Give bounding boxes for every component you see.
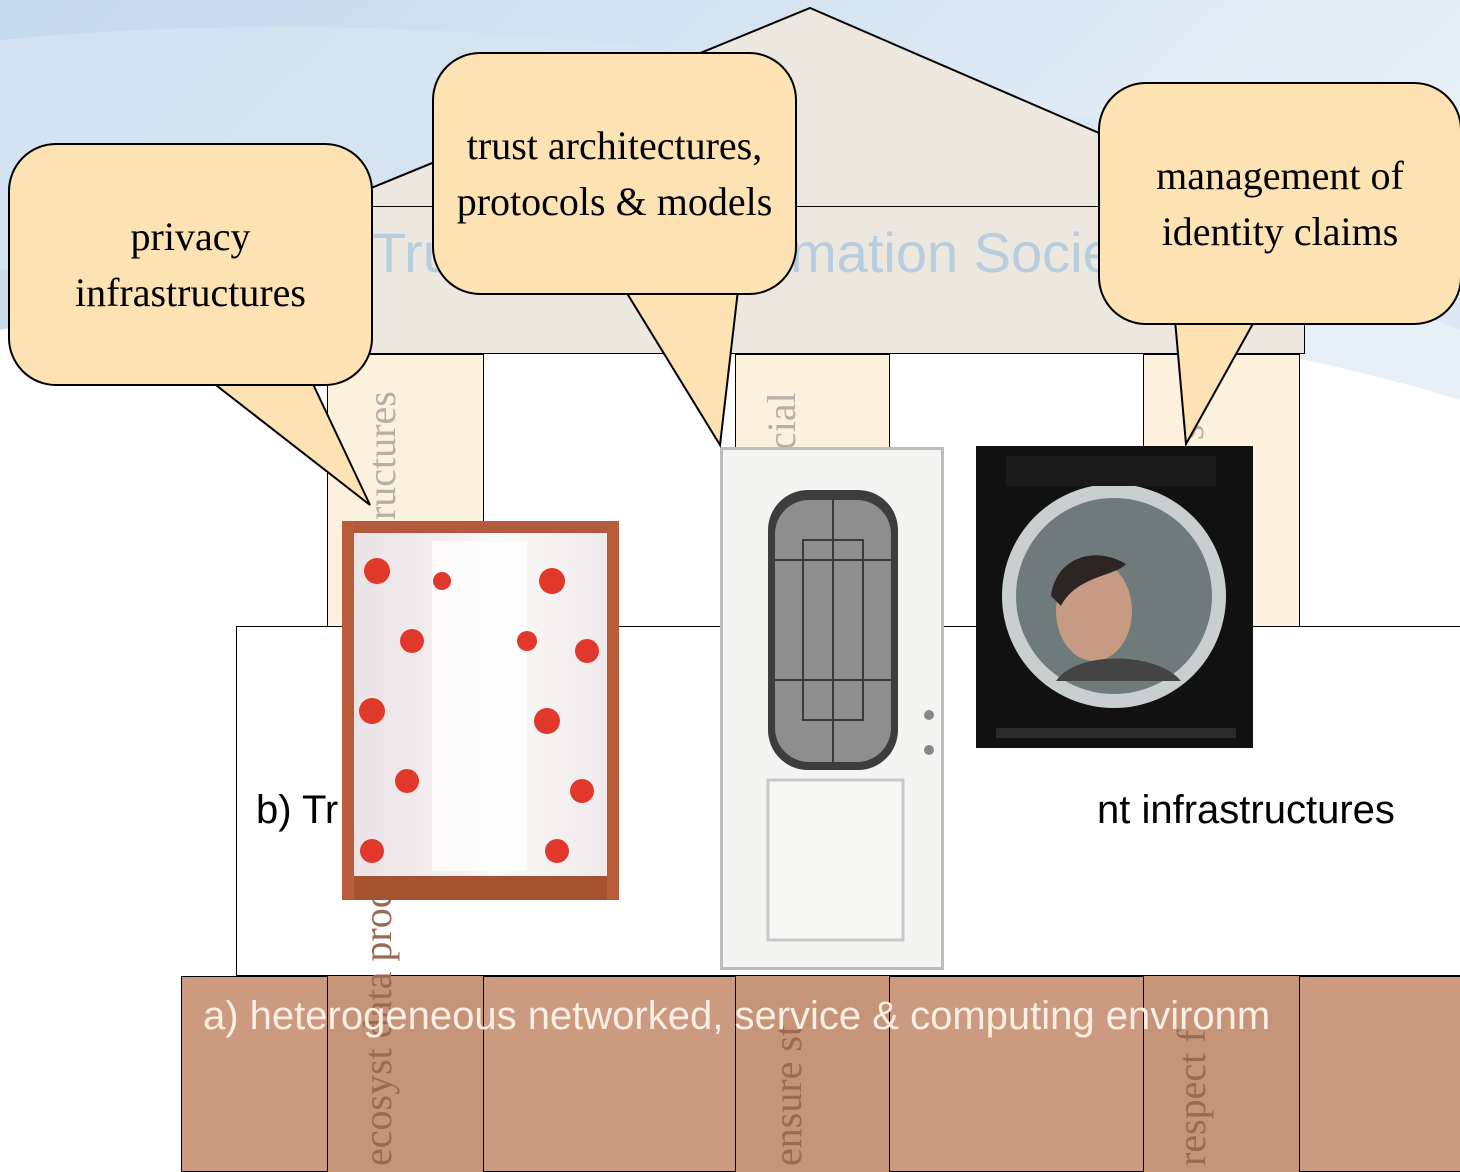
base-pillar-2 bbox=[735, 976, 890, 1172]
trust-callout-tail bbox=[623, 289, 740, 448]
base-pillar-1 bbox=[327, 976, 484, 1172]
layer-b-label-left: b) Tr bbox=[256, 788, 339, 832]
identity-callout: management of identity claims bbox=[1098, 82, 1460, 325]
identity-callout-tail bbox=[1173, 319, 1257, 448]
door-photo bbox=[720, 447, 944, 970]
privacy-callout: privacy infrastructures bbox=[8, 143, 373, 386]
privacy-callout-tail bbox=[209, 381, 371, 506]
curtain-photo bbox=[342, 521, 619, 900]
layer-b-label-right: nt infrastructures bbox=[1097, 788, 1395, 832]
trust-callout: trust architectures, protocols & models bbox=[432, 52, 797, 295]
peephole-photo bbox=[976, 446, 1253, 748]
base-pillar-3 bbox=[1143, 976, 1300, 1172]
layer-a-title: a) heterogeneous networked, service & co… bbox=[203, 994, 1271, 1038]
